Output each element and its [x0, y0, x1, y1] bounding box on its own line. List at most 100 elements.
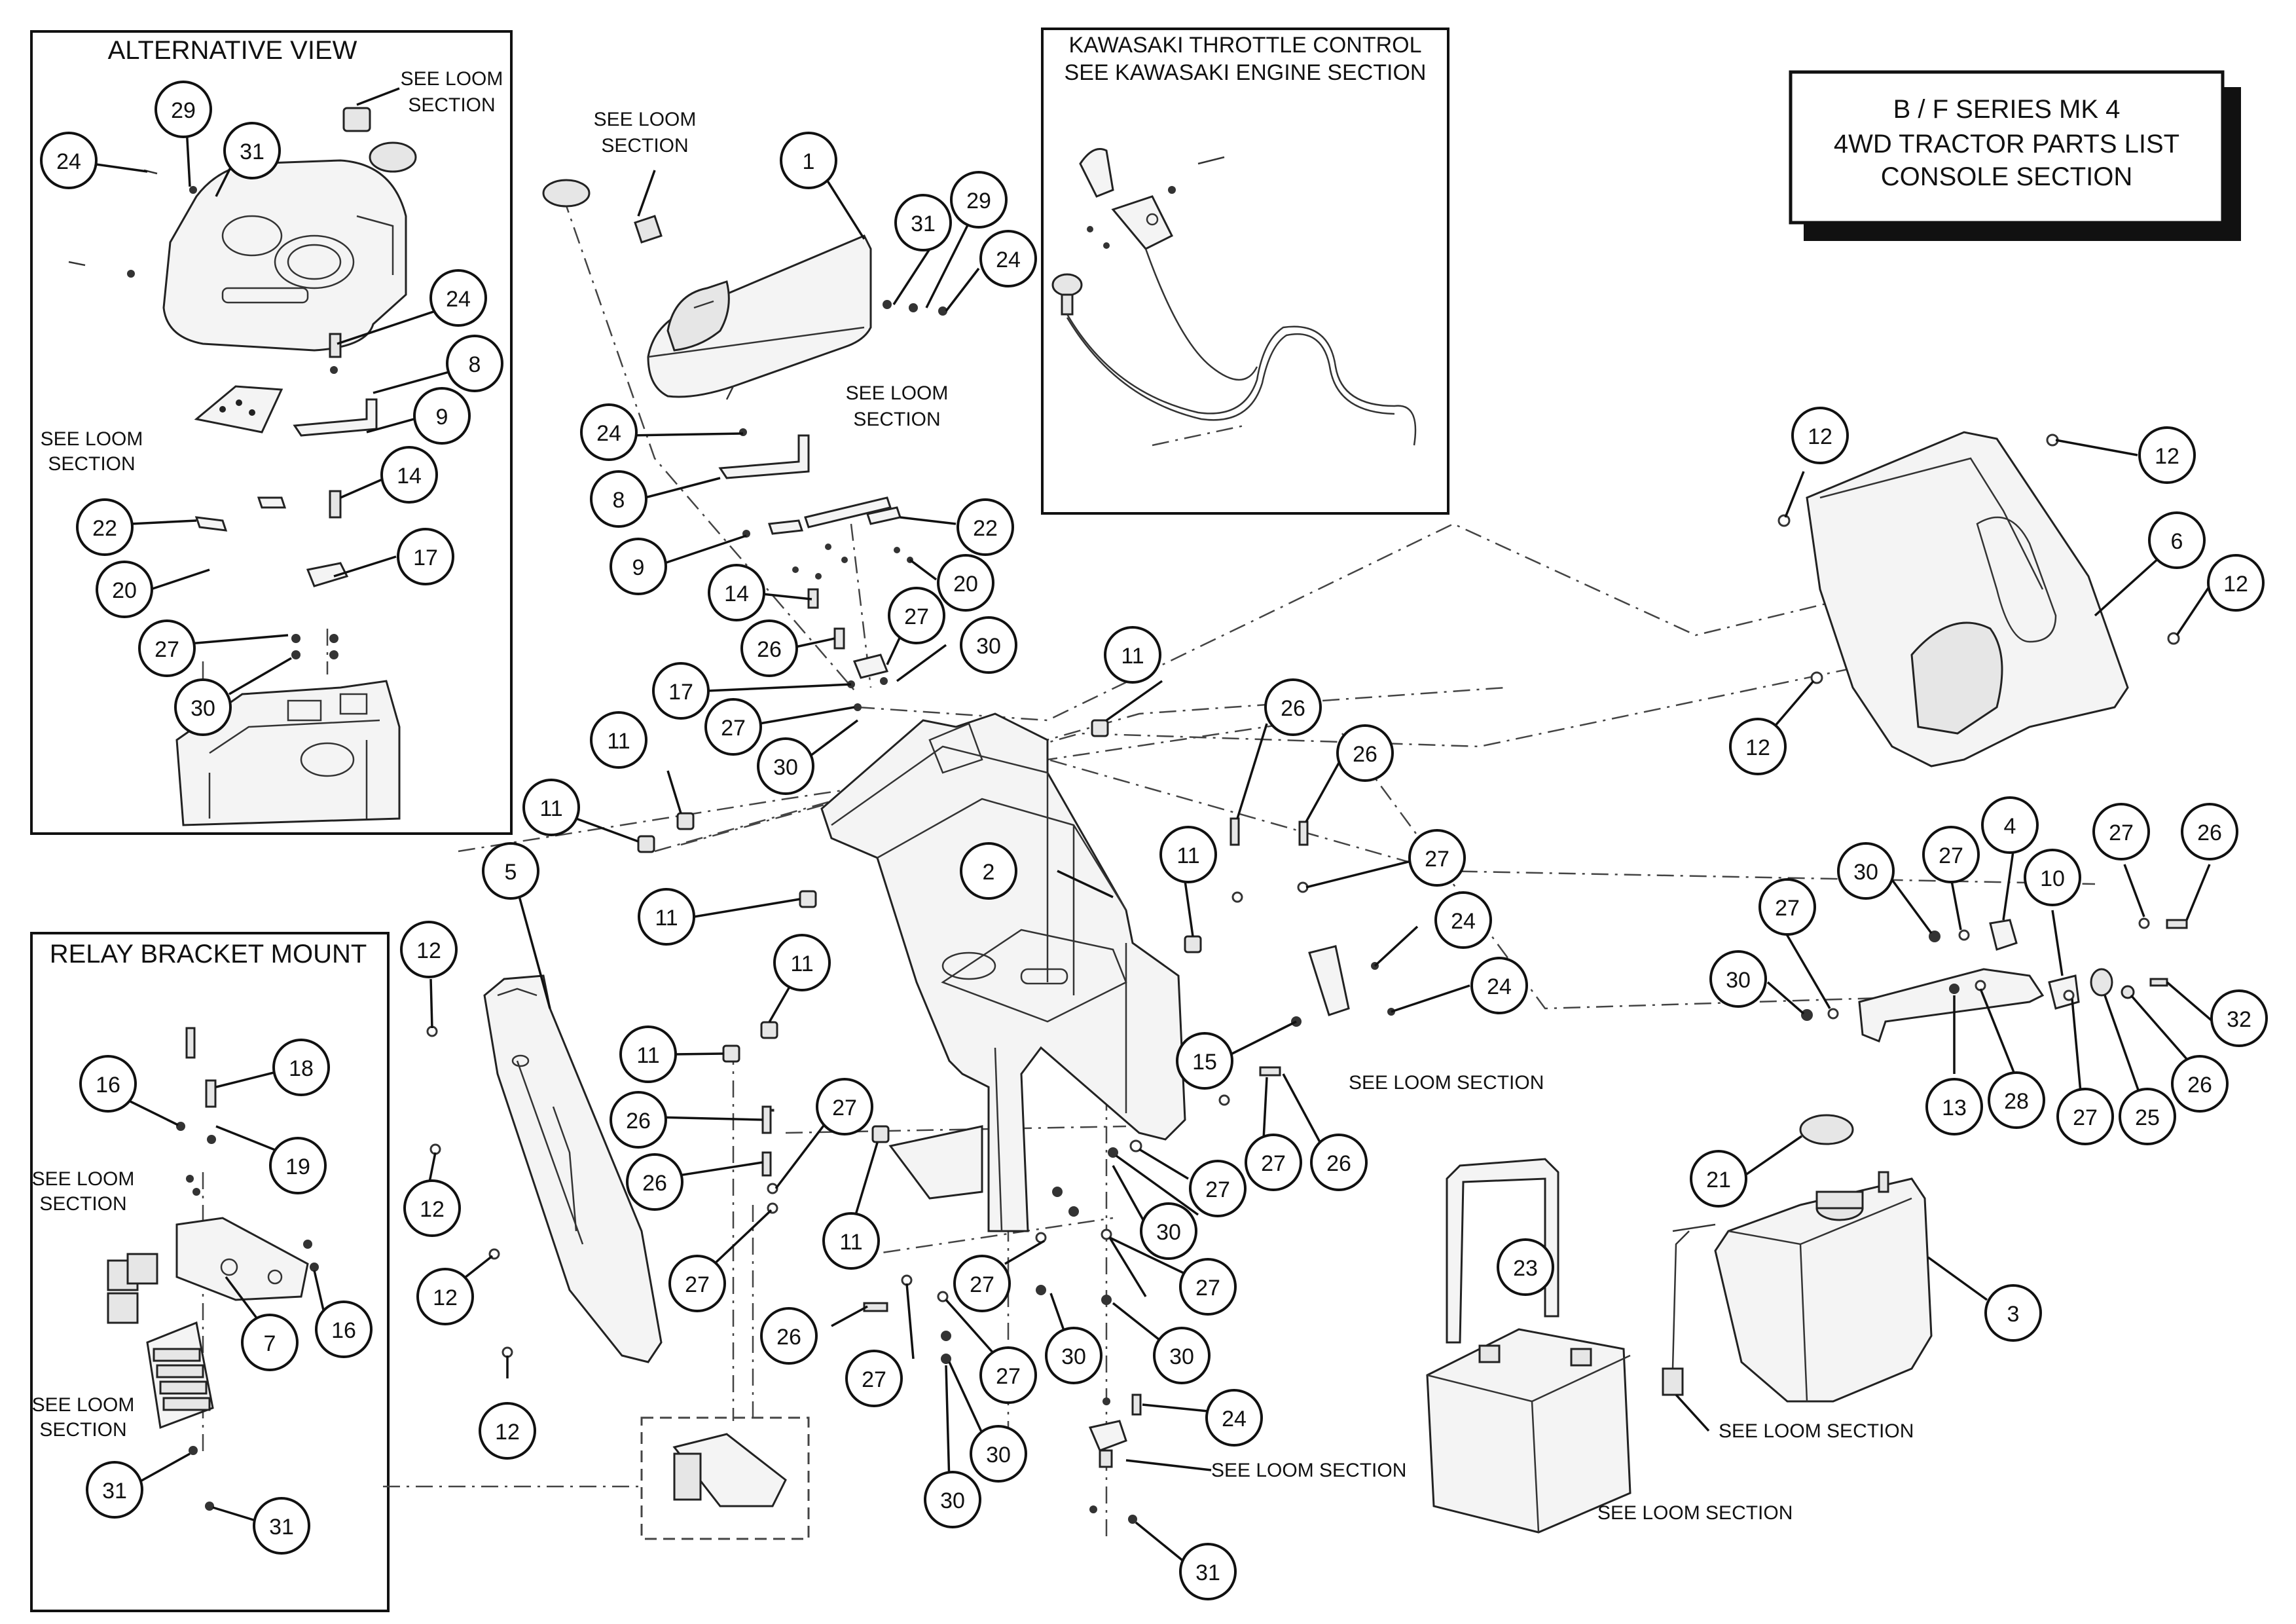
callout-main-24e: 24: [1222, 1407, 1247, 1431]
callout-main-11b: 11: [607, 729, 630, 754]
relay-inset-frame: [640, 1416, 810, 1540]
relay-fasteners: [176, 1027, 319, 1511]
callout-alt-30: 30: [191, 696, 215, 721]
console-loom-parts: [542, 179, 663, 244]
side-panel-left: [483, 974, 663, 1363]
callout-main-11d: 11: [655, 906, 678, 931]
callout-main-30d: 30: [1061, 1344, 1086, 1369]
central-frame: [820, 712, 1186, 1232]
alt-see-loom-top-1: SEE LOOM: [401, 68, 503, 90]
callout-right-21: 21: [1706, 1168, 1731, 1192]
callout-right-13: 13: [1942, 1096, 1967, 1120]
relay-inset-drawing: [672, 1433, 787, 1507]
alt-see-loom-top-2: SECTION: [408, 94, 495, 116]
callout-right-12c: 12: [2223, 572, 2248, 597]
callout-main-1: 1: [803, 149, 815, 174]
alt-fasteners: [68, 169, 342, 659]
callout-alt-14: 14: [397, 464, 422, 489]
callout-main-11h: 11: [839, 1230, 862, 1255]
alternative-view-frame: [30, 30, 513, 835]
battery: [1426, 1328, 1631, 1534]
relay-bracket-plate: [175, 1217, 309, 1301]
main-upper-fasteners: [739, 300, 947, 711]
title-line-3: CONSOLE SECTION: [1881, 162, 2133, 191]
callout-right-25: 25: [2135, 1105, 2160, 1130]
callout-main-5: 5: [505, 860, 517, 885]
callout-main-30g: 30: [940, 1488, 965, 1513]
callout-right-27b: 27: [2109, 821, 2134, 845]
see-loom-mid-1: SEE LOOM: [846, 382, 949, 404]
callout-main-11c: 11: [539, 796, 562, 821]
callout-right-27c: 27: [1775, 896, 1800, 921]
callout-main-26g: 26: [776, 1325, 801, 1350]
callout-main-31a: 31: [911, 212, 936, 236]
callout-main-20: 20: [953, 572, 978, 597]
callout-alt-29: 29: [171, 98, 196, 123]
callout-main-30b: 30: [773, 755, 798, 780]
callout-main-26d: 26: [626, 1109, 651, 1134]
callout-alt-24b: 24: [446, 287, 471, 312]
callout-main-8: 8: [613, 488, 625, 513]
callout-main-27a: 27: [904, 604, 929, 629]
callout-main-30a: 30: [976, 634, 1001, 659]
callout-main-27f: 27: [1261, 1151, 1286, 1176]
callout-alt-22: 22: [92, 516, 117, 541]
callout-right-27a: 27: [1939, 843, 1963, 868]
callout-main-30c: 30: [1156, 1220, 1181, 1245]
see-loom-section-bracket: SEE LOOM SECTION: [1349, 1072, 1544, 1094]
callout-main-27k: 27: [996, 1364, 1021, 1389]
relay-bracket-frame: [30, 932, 390, 1612]
throttle-lever: [1079, 148, 1174, 250]
callout-main-27e: 27: [685, 1272, 710, 1297]
console-cover-main: [647, 234, 872, 400]
callout-main-11a: 11: [1121, 644, 1144, 669]
callout-main-2: 2: [983, 860, 995, 885]
callout-main-12d: 12: [495, 1420, 520, 1445]
callout-alt-31: 31: [240, 139, 264, 164]
right-fasteners: [1777, 434, 2188, 1021]
callout-main-30e: 30: [1169, 1344, 1194, 1369]
title-line-1: B / F SERIES MK 4: [1893, 95, 2121, 124]
callout-main-26f: 26: [1326, 1151, 1351, 1176]
alt-frame-section: [175, 680, 401, 826]
callout-right-6: 6: [2171, 529, 2183, 554]
callout-main-27c: 27: [1425, 847, 1449, 872]
lower-fasteners: [426, 817, 1395, 1524]
callout-main-17: 17: [668, 680, 693, 705]
callout-right-3: 3: [2007, 1302, 2020, 1327]
callout-main-12c: 12: [433, 1285, 458, 1310]
see-loom-section-sensor: SEE LOOM SECTION: [1719, 1420, 1914, 1442]
battery-strap: [1446, 1158, 1559, 1344]
callout-main-24d: 24: [1487, 974, 1512, 999]
callout-relay-16b: 16: [331, 1318, 356, 1343]
callout-relay-7: 7: [264, 1331, 276, 1356]
callout-right-10: 10: [2040, 866, 2065, 891]
callout-main-11f: 11: [636, 1043, 659, 1068]
callout-main-27j: 27: [862, 1367, 886, 1392]
see-loom-mid-2: SECTION: [853, 409, 940, 430]
callout-main-27d: 27: [832, 1096, 857, 1120]
right-brackets: [1858, 919, 2135, 1043]
callout-right-12a: 12: [1808, 424, 1832, 449]
callout-relay-19: 19: [285, 1154, 310, 1179]
lower-switch: [1088, 1420, 1127, 1468]
see-loom-top-2: SECTION: [601, 135, 688, 157]
callout-alt-27: 27: [155, 637, 179, 662]
callout-right-27d: 27: [2073, 1105, 2098, 1130]
callout-main-27b: 27: [721, 716, 746, 741]
alt-panel-plate: [194, 385, 283, 434]
callout-right-26a: 26: [2197, 821, 2222, 845]
relay-bracket-title: RELAY BRACKET MOUNT: [50, 940, 367, 969]
callout-right-4: 4: [2004, 814, 2016, 839]
alt-switch-connector: [342, 107, 417, 173]
callout-main-26a: 26: [757, 637, 782, 662]
see-loom-section-battery: SEE LOOM SECTION: [1597, 1502, 1793, 1524]
relay-blocks: [107, 1253, 158, 1324]
callout-main-22: 22: [973, 516, 998, 541]
callout-alt-9: 9: [436, 405, 448, 430]
callout-main-15: 15: [1192, 1050, 1217, 1075]
alt-brackets: [194, 398, 378, 587]
callout-main-27i: 27: [970, 1272, 994, 1297]
side-panel-right: [1806, 431, 2129, 767]
throttle-title-2: SEE KAWASAKI ENGINE SECTION: [1065, 60, 1427, 85]
